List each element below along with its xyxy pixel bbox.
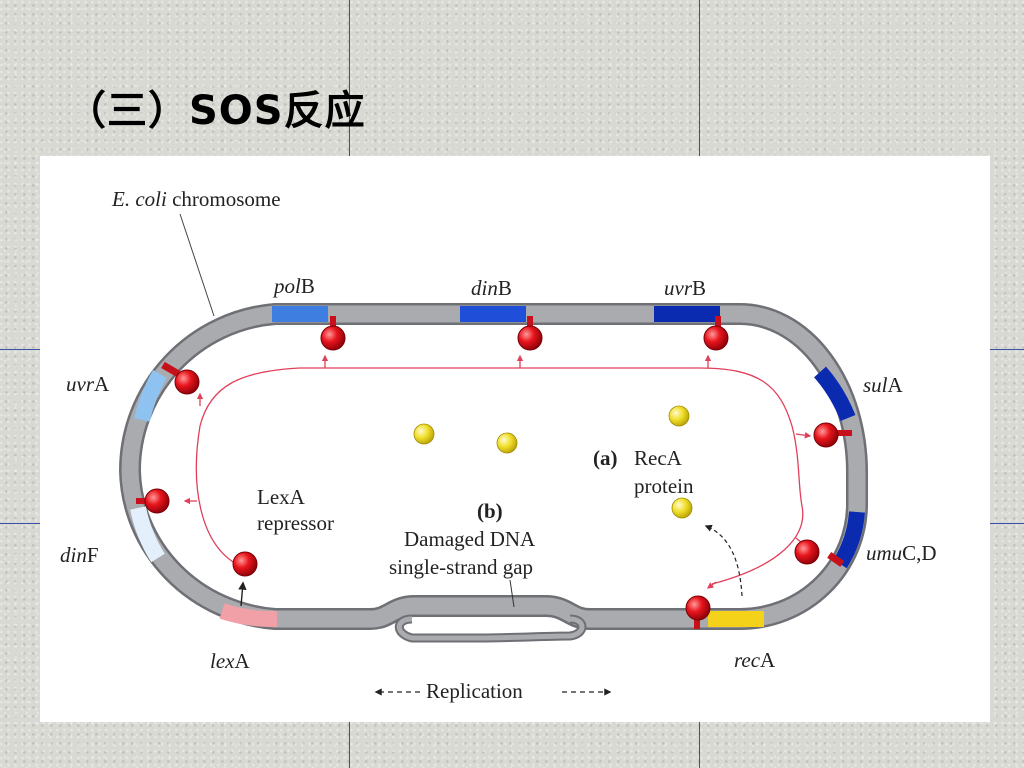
- gene-label-umuCD: umuC,D: [866, 541, 937, 565]
- repressor-sulA: [813, 422, 852, 448]
- gene-label-dinB: dinB: [471, 276, 512, 300]
- gene-segment-sulA: [813, 366, 856, 422]
- reca-protein: [413, 423, 435, 445]
- gene-label-lexA: lexA: [210, 649, 250, 673]
- repressor-polB: [320, 316, 346, 351]
- lexa-label-line2: repressor: [257, 511, 334, 535]
- replication-indicator: Replication: [374, 679, 612, 703]
- repressor-uvrB: [703, 316, 729, 351]
- gene-label-recA: recA: [734, 648, 776, 672]
- gene-label-dinF: dinF: [60, 543, 99, 567]
- repressor-dinB: [517, 316, 543, 351]
- gene-segments: [130, 306, 865, 628]
- sos-diagram: E. coli chromosome polB dinB uvrB uvrA s…: [60, 187, 937, 703]
- damage-label-line1: Damaged DNA: [404, 527, 536, 551]
- damage-leader-line: [509, 579, 515, 608]
- damage-label-letter: (b): [477, 499, 503, 523]
- lexa-repressors: [136, 316, 852, 629]
- repressor-pathway: [183, 354, 812, 589]
- reca-protein: [671, 497, 693, 519]
- damage-label-line2: single-strand gap: [389, 555, 533, 579]
- reca-label-line2: protein: [634, 474, 694, 498]
- reca-protein: [668, 405, 690, 427]
- figure-panel: E. coli chromosome polB dinB uvrB uvrA s…: [40, 156, 990, 722]
- repressor-umuCD: [794, 539, 845, 567]
- reca-protein: [496, 432, 518, 454]
- slide-title: （三）SOS反应: [66, 88, 366, 134]
- gene-label-uvrB: uvrB: [664, 276, 706, 300]
- gene-label-polB: polB: [272, 274, 315, 298]
- replication-label: Replication: [426, 679, 523, 703]
- gene-label-sulA: sulA: [863, 373, 904, 397]
- gene-segment-uvrA: [134, 369, 167, 422]
- chromosome: [118, 303, 868, 643]
- lexa-label-line1: LexA: [257, 485, 306, 509]
- gene-segment-dinF: [130, 506, 165, 563]
- repressor-uvrA: [161, 361, 200, 395]
- repressor-lexA-free: [232, 551, 258, 607]
- reca-label-line1: RecA: [634, 446, 683, 470]
- activation-arrow: [704, 524, 743, 597]
- chromosome-label: E. coli chromosome: [111, 187, 281, 211]
- gene-segment-lexA: [219, 603, 278, 628]
- repressor-dinF: [136, 488, 170, 514]
- reca-label-letter: (a): [593, 446, 618, 470]
- repressor-recA: [685, 595, 711, 629]
- reca-proteins: [413, 405, 743, 597]
- chromosome-leader-line: [179, 213, 215, 317]
- gene-label-uvrA: uvrA: [66, 372, 110, 396]
